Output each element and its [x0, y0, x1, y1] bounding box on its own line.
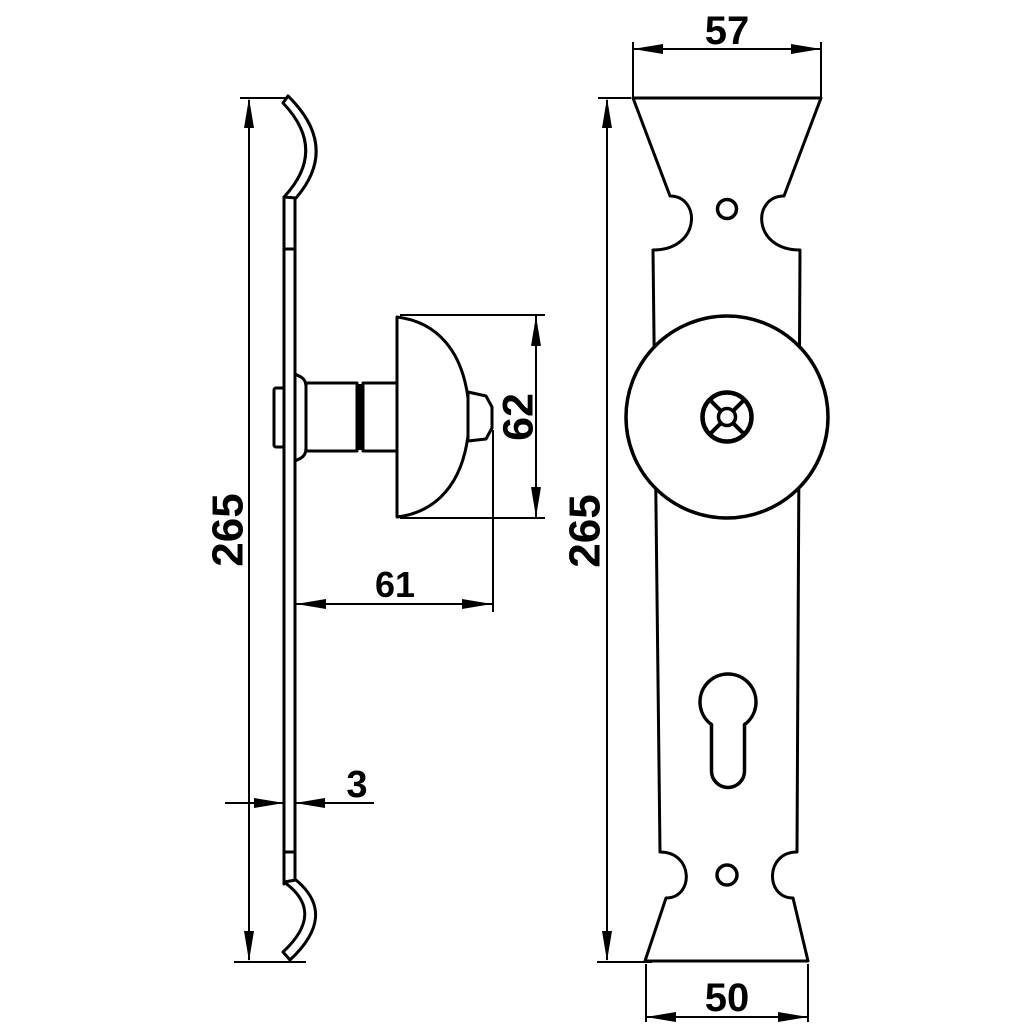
- euro-keyhole-cutout: [698, 672, 758, 790]
- dim-label-knob-projection: 61: [375, 564, 415, 605]
- side-view-knob-neck-1: [304, 381, 359, 453]
- dimension-knob-diameter: 62: [400, 314, 545, 519]
- side-view: 265 61 62 3: [204, 94, 545, 963]
- knob-spindle-screw-icon: [700, 390, 754, 444]
- arrowhead-left: [633, 44, 663, 54]
- arrowhead-down: [531, 487, 541, 517]
- dimension-knob-projection: 61: [296, 430, 494, 612]
- arrowhead-down: [244, 931, 254, 961]
- dim-label-bottom-width: 50: [705, 976, 750, 1020]
- arrowhead-left: [296, 599, 326, 609]
- side-view-top-crescent: [281, 94, 318, 200]
- arrowhead-right: [254, 798, 284, 808]
- side-view-knob-neck-2: [361, 381, 399, 453]
- arrowhead-up: [602, 98, 612, 128]
- arrowhead-left: [295, 798, 325, 808]
- arrowhead-left: [646, 1012, 676, 1022]
- dim-label-top-width: 57: [705, 9, 750, 53]
- screw-hole-top: [715, 197, 739, 221]
- arrowhead-right: [791, 44, 821, 54]
- side-view-knob-tip: [466, 390, 494, 443]
- dimension-bottom-width: 50: [645, 964, 809, 1022]
- front-view: 57 265 50: [561, 9, 830, 1022]
- dimension-front-plate-height: 265: [561, 97, 652, 963]
- screw-hole-bottom: [715, 863, 739, 887]
- side-view-plate: [282, 195, 297, 886]
- side-view-knob-dome: [395, 315, 470, 519]
- arrowhead-down: [602, 931, 612, 961]
- arrowhead-right: [462, 599, 492, 609]
- arrowhead-right: [778, 1012, 808, 1022]
- arrowhead-up: [244, 98, 254, 128]
- arrowhead-up: [531, 316, 541, 346]
- dimension-top-width: 57: [632, 9, 822, 97]
- dimension-side-plate-height: 265: [204, 97, 306, 963]
- side-view-knob-base: [293, 372, 308, 463]
- dim-label-knob-diameter: 62: [494, 393, 542, 441]
- dimension-plate-thickness: 3: [225, 764, 374, 808]
- dim-label-plate-thickness: 3: [346, 764, 367, 806]
- dim-label-front-height: 265: [561, 494, 610, 567]
- front-view-plate-outline: [631, 96, 823, 963]
- side-view-bottom-crescent: [281, 878, 318, 962]
- dim-label-side-height: 265: [204, 493, 253, 566]
- side-view-rosette: [272, 386, 286, 449]
